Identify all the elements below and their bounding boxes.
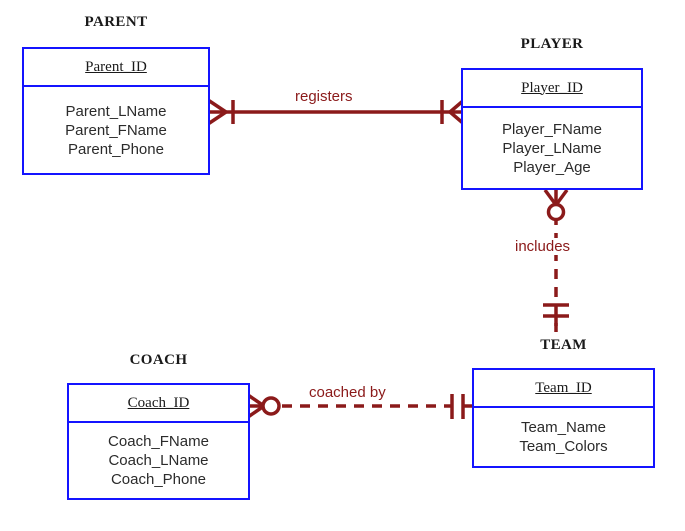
entity-parent-attribute: Parent_Phone [68, 140, 164, 158]
entity-team-attributes: Team_Name Team_Colors [474, 408, 653, 466]
entity-team[interactable]: Team_ID Team_Name Team_Colors [472, 368, 655, 468]
entity-parent-pk-label: Parent_ID [85, 58, 147, 75]
entity-parent-pk-row: Parent_ID [24, 49, 208, 87]
includes-team-cardinality-double-bar-one-and-only-one [543, 303, 569, 334]
entity-team-attribute: Team_Name [520, 419, 607, 436]
entity-parent[interactable]: Parent_ID Parent_LName Parent_FName Pare… [22, 47, 210, 175]
entity-coach-pk-label: Coach_ID [127, 394, 190, 411]
entity-player-attribute: Player_LName [502, 139, 602, 157]
entity-player-pk-label: Player_ID [521, 79, 583, 96]
entity-team-pk-row: Team_ID [474, 370, 653, 408]
entity-player-attributes: Player_FName Player_LName Player_Age [463, 108, 641, 188]
entity-parent-attribute: Parent_FName [65, 121, 167, 139]
registers-parent-cardinality-crowsfoot-one-or-many [207, 98, 235, 126]
includes-player-cardinality-crowsfoot-zero-or-many [543, 188, 569, 222]
relationship-includes [543, 188, 569, 334]
entity-parent-attribute: Parent_LName [65, 102, 167, 120]
entity-coach-attributes: Coach_FName Coach_LName Coach_Phone [69, 423, 248, 498]
coached-by-team-cardinality-double-bar-one-and-only-one [450, 394, 474, 419]
relationship-label-coached-by: coached by [306, 384, 389, 401]
entity-team-attribute: Team_Colors [519, 438, 608, 455]
relationship-label-registers: registers [292, 88, 356, 105]
coached-by-coach-cardinality-crowsfoot-zero-or-many [247, 393, 281, 419]
entity-title-parent: PARENT [84, 14, 148, 30]
entity-coach-pk-row: Coach_ID [69, 385, 248, 423]
entity-coach-attribute: Coach_Phone [110, 471, 207, 488]
entity-title-player: PLAYER [520, 36, 584, 52]
entity-player-attribute: Player_Age [513, 158, 591, 176]
entity-title-coach: COACH [129, 352, 188, 368]
entity-coach[interactable]: Coach_ID Coach_FName Coach_LName Coach_P… [67, 383, 250, 500]
entity-coach-attribute: Coach_LName [108, 452, 209, 469]
entity-parent-attributes: Parent_LName Parent_FName Parent_Phone [24, 87, 208, 173]
relationship-label-includes: includes [512, 238, 574, 255]
entity-title-team: TEAM [540, 337, 587, 353]
entity-coach-attribute: Coach_FName [108, 433, 209, 450]
entity-team-pk-label: Team_ID [535, 379, 592, 396]
entity-player[interactable]: Player_ID Player_FName Player_LName Play… [461, 68, 643, 190]
entity-player-attribute: Player_FName [501, 120, 603, 138]
entity-player-pk-row: Player_ID [463, 70, 641, 108]
